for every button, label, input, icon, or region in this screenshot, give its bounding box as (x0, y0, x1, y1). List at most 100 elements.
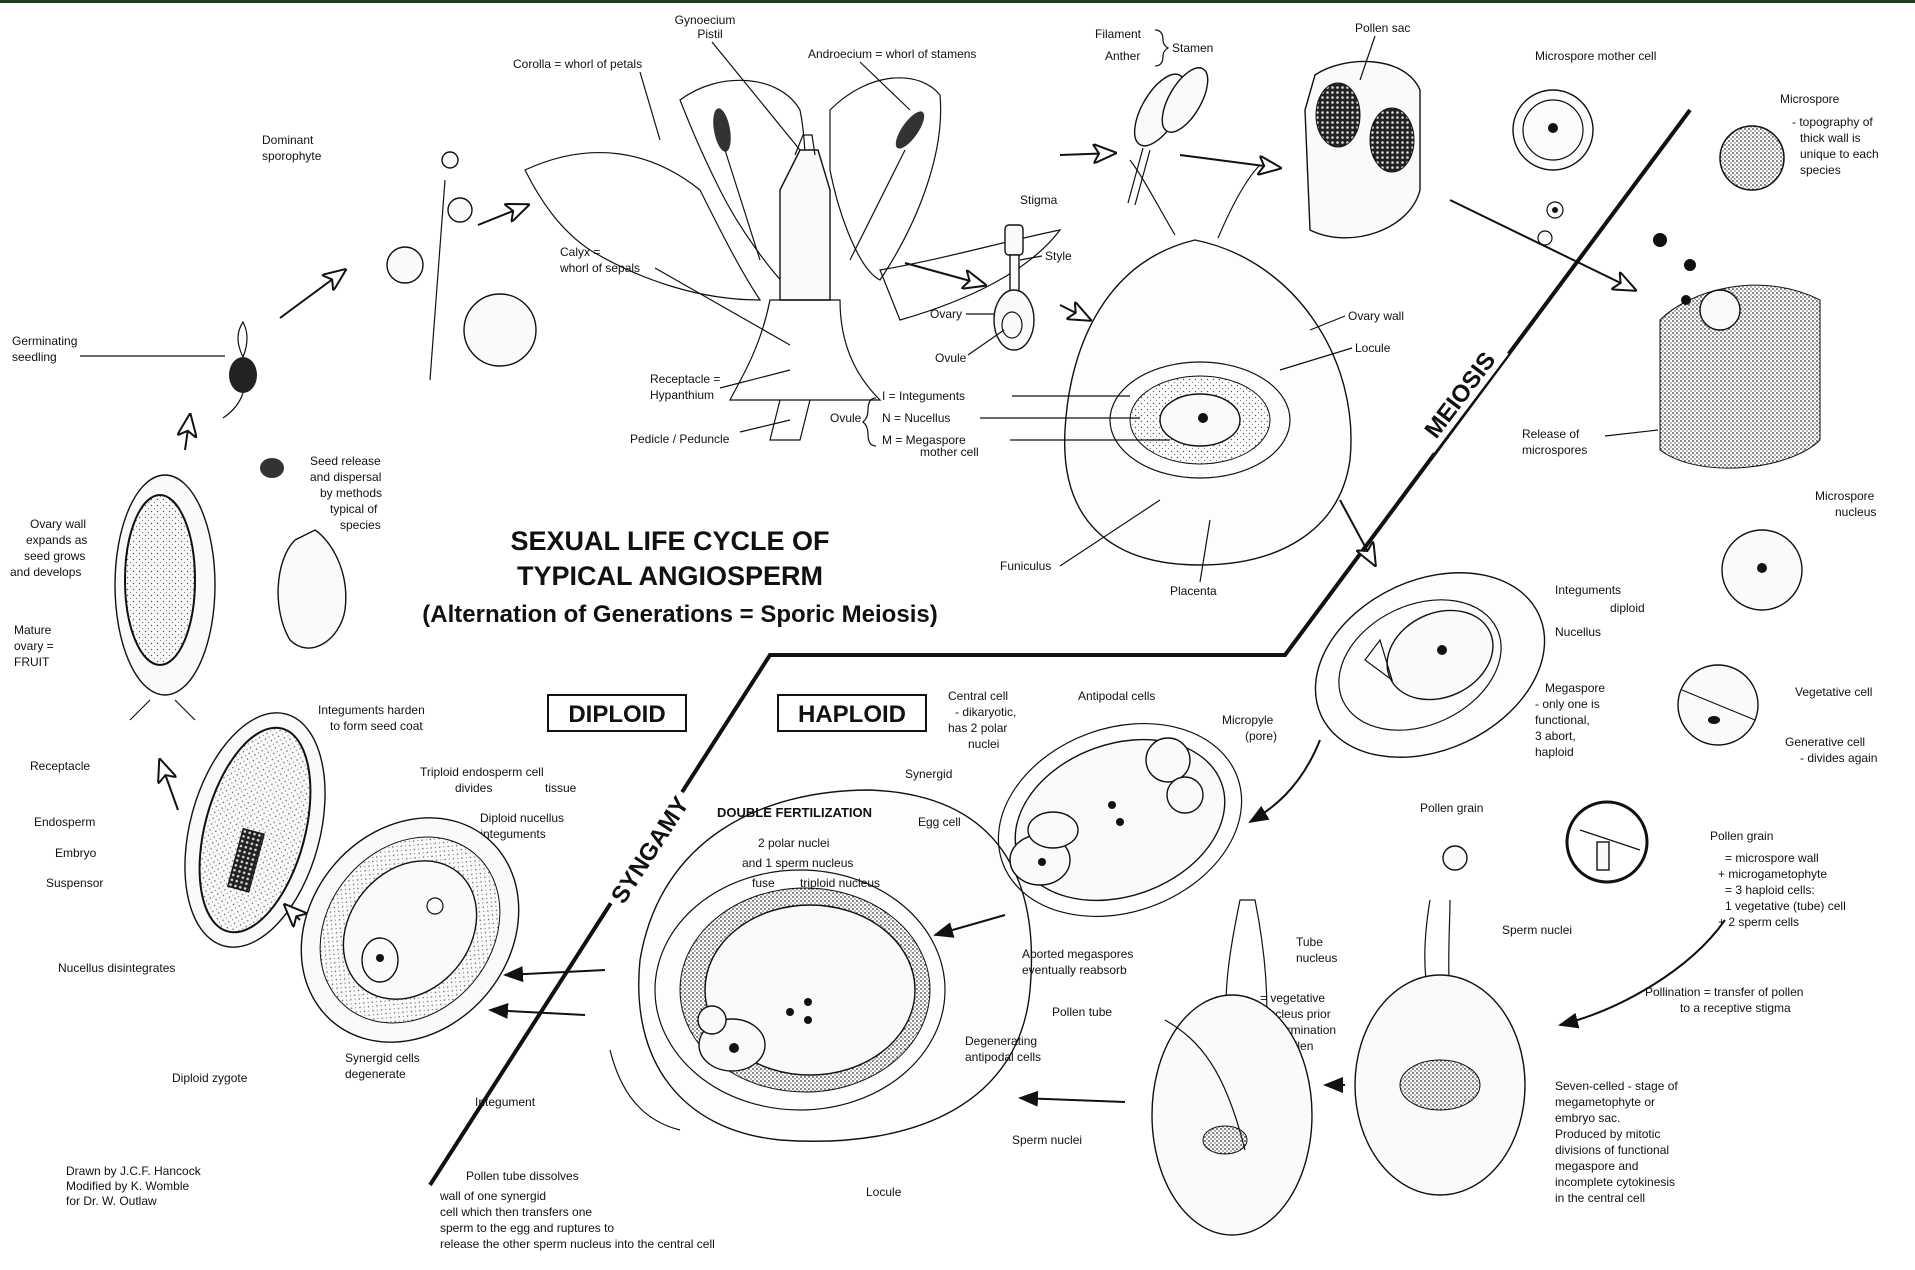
megaspore-ovule-illustration (1285, 537, 1574, 793)
label-degenerate: degenerate (345, 1067, 406, 1081)
label-triploid-tissue: tissue (545, 781, 577, 795)
stamen-illustration: Filament Anther Stamen (1095, 27, 1217, 205)
title-line-3: (Alternation of Generations = Sporic Mei… (422, 601, 937, 628)
label-diploid-zygote: Diploid zygote (172, 1071, 248, 1085)
label-credit-3: for Dr. W. Outlaw (66, 1194, 157, 1208)
label-2-sperm-cells: + 2 sperm cells (1718, 915, 1799, 929)
title-line-1: SEXUAL LIFE CYCLE OF (510, 526, 829, 556)
label-mature: Mature (14, 623, 52, 637)
label-megaspore: Megaspore (1545, 681, 1605, 695)
label-megaspore-and: megaspore and (1555, 1159, 1638, 1173)
label-mature-ovary: ovary = (14, 639, 54, 653)
haploid-box: HAPLOID (778, 695, 926, 731)
label-pollen-sac: Pollen sac (1355, 21, 1410, 35)
label-degenerating: Degenerating (965, 1034, 1037, 1048)
label-divides-again: - divides again (1800, 751, 1877, 765)
label-antipodal-cells: antipodal cells (965, 1050, 1041, 1064)
label-seed-methods: by methods (320, 486, 382, 500)
label-microgametophyte: + microgametophyte (1718, 867, 1827, 881)
label-endosperm: Endosperm (34, 815, 95, 829)
label-and-develops: and develops (10, 565, 81, 579)
label-nucellus-right: Nucellus (1555, 625, 1601, 639)
label-sperm-nuclei-2: Sperm nuclei (1012, 1133, 1082, 1147)
diploid-text: DIPLOID (568, 701, 665, 728)
label-fuse: fuse (752, 876, 775, 890)
label-locule-bottom: Locule (866, 1185, 902, 1199)
label-fruit: FRUIT (14, 655, 50, 669)
label-release-sperm: release the other sperm nucleus into the… (440, 1237, 715, 1251)
label-pollen-tube-dissolves: Pollen tube dissolves (466, 1169, 579, 1183)
label-integuments-harden: Integuments harden (318, 703, 425, 717)
label-integuments-right: Integuments (1555, 583, 1621, 597)
label-vegetative-tube: 1 vegetative (tube) cell (1725, 899, 1846, 913)
flower-illustration (525, 78, 1060, 440)
label-functional: functional, (1535, 713, 1590, 727)
label-divisions-functional: divisions of functional (1555, 1143, 1669, 1157)
label-sperm-nucleus: and 1 sperm nucleus (742, 856, 853, 870)
label-embryo: Embryo (55, 846, 97, 860)
diploid-box: DIPLOID (548, 695, 686, 731)
microspore-mother-cell: Microspore mother cell (1513, 49, 1656, 245)
label-anther: Anther (1105, 49, 1140, 63)
label-megametophyte: megametophyte or (1555, 1095, 1655, 1109)
label-hypanthium: Hypanthium (650, 388, 714, 402)
label-3-abort: 3 abort, (1535, 729, 1576, 743)
label-integuments: I = Integuments (882, 389, 965, 403)
label-incomplete-cytokinesis: incomplete cytokinesis (1555, 1175, 1675, 1189)
label-filament: Filament (1095, 27, 1142, 41)
label-expands-as: expands as (26, 533, 87, 547)
label-seed-grows: seed grows (24, 549, 85, 563)
label-microspores: microspores (1522, 443, 1587, 457)
label-tube: Tube (1296, 935, 1323, 949)
label-sperm-to-egg: sperm to the egg and ruptures to (440, 1221, 614, 1235)
label-nucellus: N = Nucellus (882, 411, 950, 425)
label-seed-typical: typical of (330, 502, 378, 516)
label-vegetative-cell: Vegetative cell (1795, 685, 1872, 699)
label-mother-cell: mother cell (920, 445, 979, 459)
label-seed-species: species (340, 518, 381, 532)
label-suspensor: Suspensor (46, 876, 103, 890)
label-double-fertilization: DOUBLE FERTILIZATION (717, 805, 872, 820)
label-2-polar: has 2 polar (948, 721, 1007, 735)
label-central-cell: Central cell (948, 689, 1008, 703)
label-triploid-divides: divides (455, 781, 492, 795)
label-ovary: Ovary (930, 307, 962, 321)
label-credit-2: Modified by K. Womble (66, 1179, 189, 1193)
label-generative-cell: Generative cell (1785, 735, 1865, 749)
label-placenta: Placenta (1170, 584, 1217, 598)
label-seven-celled: Seven-celled - stage of (1555, 1079, 1678, 1093)
label-seedling: seedling (12, 350, 57, 364)
pollen-tube-ovules (1152, 846, 1525, 1235)
label-polar-nuclei: 2 polar nuclei (758, 836, 829, 850)
release-microspores: Release of microspores (1522, 233, 1820, 468)
label-pollen-grain: Pollen grain (1710, 829, 1773, 843)
label-seed-release: Seed release (310, 454, 381, 468)
label-pore: (pore) (1245, 729, 1277, 743)
label-dominant: Dominant (262, 133, 314, 147)
title-line-2: TYPICAL ANGIOSPERM (517, 561, 823, 591)
label-pistil: Pistil (697, 27, 722, 41)
label-microspore-wall: = microspore wall (1725, 851, 1819, 865)
label-micro-desc-3: unique to each (1800, 147, 1879, 161)
flower-labels: Gynoecium Pistil Androecium = whorl of s… (262, 13, 976, 446)
label-egg-cell: Egg cell (918, 815, 961, 829)
label-receptive-stigma: to a receptive stigma (1680, 1001, 1791, 1015)
label-only-one: - only one is (1535, 697, 1600, 711)
label-haploid-small: haploid (1535, 745, 1574, 759)
label-seed-coat: to form seed coat (330, 719, 423, 733)
label-diploid-nucellus: Diploid nucellus (480, 811, 564, 825)
label-pollen-tube: Pollen tube (1052, 1005, 1112, 1019)
label-style: Style (1045, 249, 1072, 263)
pollen-sac-illustration: Pollen sac (1305, 21, 1420, 238)
label-microspore-nucleus: Microspore (1815, 489, 1875, 503)
label-credit-1: Drawn by J.C.F. Hancock (66, 1164, 202, 1178)
label-micro-desc-2: thick wall is (1800, 131, 1861, 145)
label-corolla: Corolla = whorl of petals (513, 57, 642, 71)
seed-embryo-illustration (161, 697, 564, 1086)
label-cell-transfers: cell which then transfers one (440, 1205, 592, 1219)
label-3-haploid-cells: = 3 haploid cells: (1725, 883, 1815, 897)
label-ovule-bracket: Ovule (830, 411, 862, 425)
label-ovule: Ovule (935, 351, 967, 365)
label-calyx-2: whorl of sepals (559, 261, 640, 275)
